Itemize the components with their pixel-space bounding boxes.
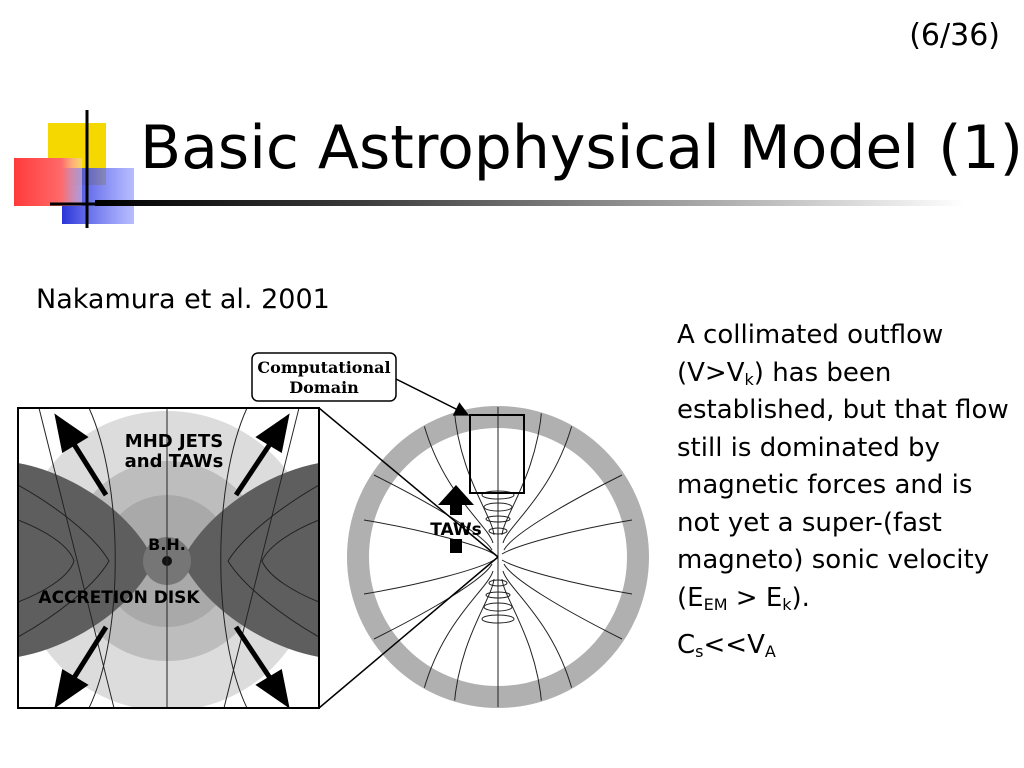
outflow-text-a: A collimated outflow (V>V bbox=[677, 320, 944, 388]
taws-arrow bbox=[438, 485, 474, 553]
page-title: Basic Astrophysical Model (1) bbox=[140, 113, 1024, 183]
jet-model-figure: MHD JETS and TAWs B.H. ACCRETION DISK bbox=[17, 352, 649, 709]
deco-red-square bbox=[14, 158, 82, 206]
body-text: A collimated outflow (V>Vk) has been est… bbox=[677, 317, 1017, 665]
bh-label: B.H. bbox=[148, 535, 186, 554]
computational-domain-box bbox=[469, 414, 525, 494]
computational-domain-callout bbox=[251, 352, 397, 402]
outflow-paragraph: A collimated outflow (V>Vk) has been est… bbox=[677, 317, 1017, 617]
accretion-disk-left bbox=[18, 463, 154, 657]
left-panel-frame bbox=[17, 407, 320, 709]
citation: Nakamura et al. 2001 bbox=[36, 284, 330, 315]
sound-speed-paragraph: Cs<<VA bbox=[677, 627, 1017, 665]
callout-pointer bbox=[395, 378, 470, 416]
left-panel: MHD JETS and TAWs B.H. ACCRETION DISK bbox=[18, 408, 319, 708]
cs-sub-s: s bbox=[695, 642, 704, 661]
field-lines-right bbox=[363, 407, 633, 707]
taws-label: TAWs bbox=[430, 520, 482, 540]
outflow-text-b: ) has been established, but that flow st… bbox=[677, 357, 1009, 613]
callout-line2: Domain bbox=[289, 378, 359, 397]
cs-text-a: C bbox=[677, 630, 696, 660]
zoom-line-top bbox=[318, 407, 499, 558]
jet-arrows bbox=[54, 413, 290, 708]
slide-number: (6/36) bbox=[909, 18, 1000, 53]
right-panel: TAWs bbox=[347, 406, 649, 708]
cs-text-b: <<V bbox=[703, 630, 765, 660]
outflow-sub-k2: k bbox=[782, 594, 792, 614]
zoom-line-bottom bbox=[318, 556, 499, 709]
jets-label-line1: MHD JETS bbox=[125, 431, 223, 452]
jets-label-line2: and TAWs bbox=[125, 451, 224, 472]
cs-sub-a: A bbox=[764, 642, 776, 661]
outflow-sub-k: k bbox=[744, 369, 754, 389]
callout-line1: Computational bbox=[257, 358, 390, 377]
field-lines-left bbox=[18, 408, 319, 708]
outflow-text-d: ). bbox=[791, 582, 810, 613]
outflow-sub-em: EM bbox=[703, 594, 728, 614]
accretion-disk-right bbox=[182, 463, 319, 657]
disk-label: ACCRETION DISK bbox=[38, 588, 200, 608]
title-underline bbox=[95, 200, 965, 206]
decorative-squares bbox=[14, 110, 140, 228]
outflow-text-c: > E bbox=[727, 582, 783, 613]
